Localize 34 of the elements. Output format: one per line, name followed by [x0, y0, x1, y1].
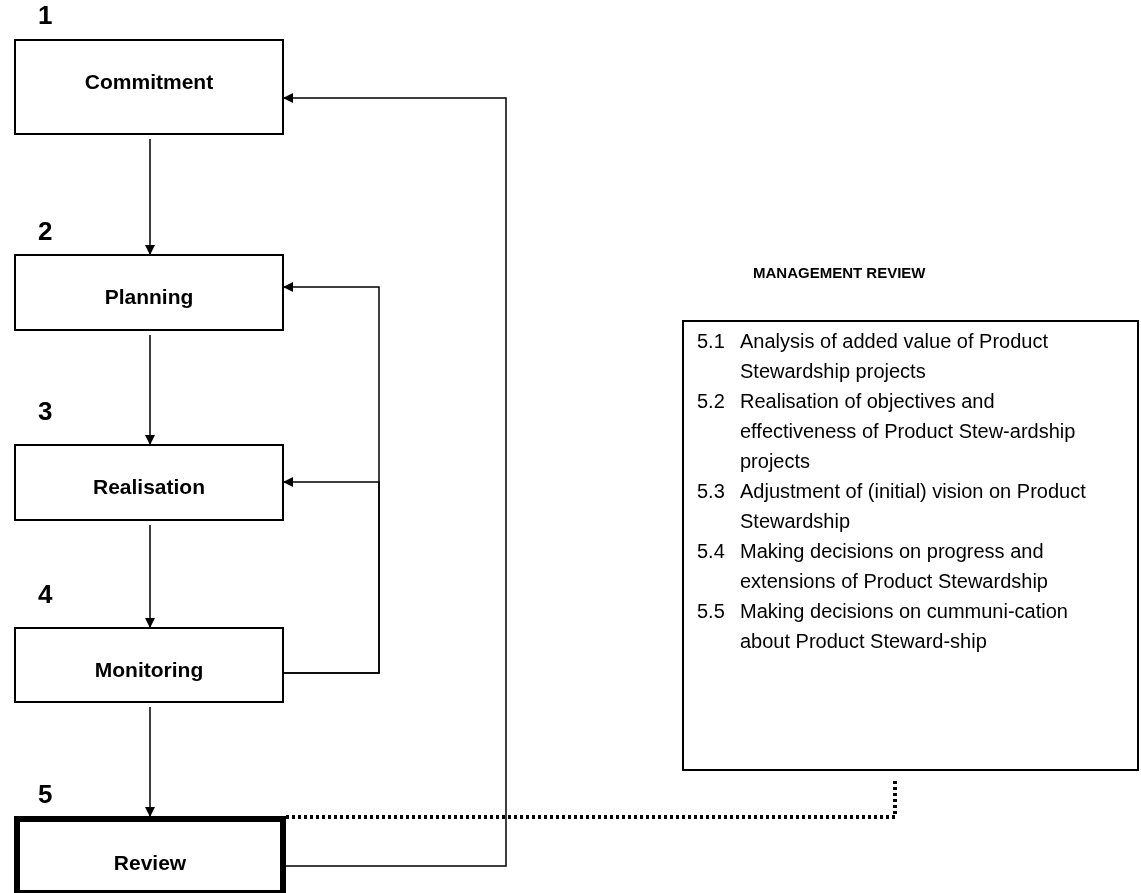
step-number: 5 — [38, 781, 53, 807]
arrow — [145, 706, 155, 817]
arrow — [145, 334, 155, 445]
step-title: Monitoring — [94, 657, 204, 683]
review-items-panel — [682, 320, 1139, 771]
step-number: 3 — [38, 398, 53, 424]
step-title: Planning — [104, 284, 194, 310]
arrow — [283, 93, 507, 867]
step-title: Realisation — [92, 474, 205, 500]
item-number: 5.3 — [696, 479, 726, 504]
process-box — [14, 627, 284, 703]
step-number: 2 — [38, 218, 53, 244]
item-number: 5.2 — [696, 389, 726, 414]
item-number: 5.1 — [696, 329, 726, 354]
item-text: Realisation of objectives and effectiveness of Product Stew-ardship projects — [740, 389, 1077, 474]
process-box — [14, 254, 284, 331]
item-text: Making decisions on progress and extensions of Product Stewardship — [740, 539, 1049, 594]
item-text: Adjustment of (initial) vision on Product Stewardship — [740, 479, 1087, 534]
arrow — [145, 138, 155, 255]
process-box — [14, 816, 286, 893]
step-number: 1 — [38, 2, 53, 28]
process-box — [14, 39, 284, 135]
dotted-connector — [286, 781, 897, 819]
arrow — [283, 477, 380, 674]
panel-heading: MANAGEMENT REVIEW — [753, 263, 926, 283]
process-box — [14, 444, 284, 521]
item-text: Making decisions on cummuni-cation about Product Steward-ship — [740, 599, 1069, 654]
item-text: Analysis of added value of Product Stewardship projects — [740, 329, 1049, 384]
item-number: 5.5 — [696, 599, 726, 624]
step-title: Commitment — [84, 69, 214, 95]
arrow — [145, 524, 155, 628]
step-number: 4 — [38, 581, 53, 607]
item-number: 5.4 — [696, 539, 726, 564]
step-title: Review — [113, 850, 187, 876]
